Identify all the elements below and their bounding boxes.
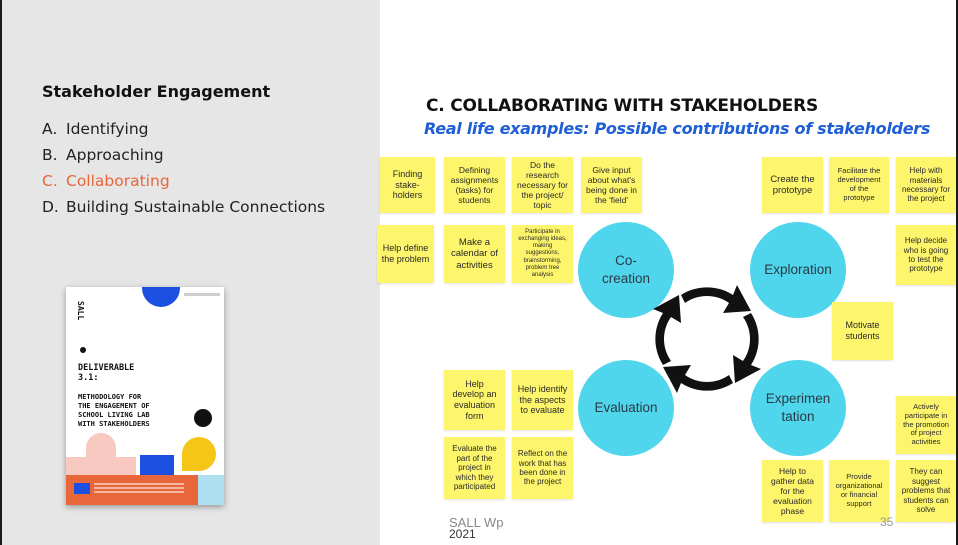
deliverable-title: DELIVERABLE 3.1: — [78, 363, 135, 383]
eu-flag-icon — [74, 483, 90, 494]
footer-text: SALL Wp — [449, 515, 504, 530]
light-blue-shape — [198, 475, 224, 505]
deliverable-cover-image: SALL DELIVERABLE 3.1: METHODOLOGY FOR TH… — [66, 287, 224, 505]
sidebar-item-label: Building Sustainable Connections — [66, 198, 326, 216]
phase-bubble-cocreation: Co- creation — [578, 222, 674, 318]
sidebar-item-letter: B. — [42, 146, 58, 164]
sticky-note: Create the prototype — [762, 157, 823, 213]
sticky-note: Facilitate the development of the protot… — [829, 157, 889, 213]
sidebar-item-building[interactable]: D. Building Sustainable Connections — [42, 194, 325, 220]
phase-bubble-evaluation: Evaluation — [578, 360, 674, 456]
sticky-note: Motivate students — [832, 302, 893, 360]
funding-text-lines — [94, 483, 184, 485]
sticky-note: Participate in exchanging ideas, making … — [512, 225, 573, 283]
cycle-arrows-icon — [653, 285, 761, 393]
sticky-note: Help define the problem — [377, 225, 434, 283]
deliverable-description: METHODOLOGY FOR THE ENGAGEMENT OF SCHOOL… — [78, 393, 150, 428]
frame-border-right — [956, 0, 958, 545]
sidebar-item-letter: C. — [42, 172, 58, 190]
sidebar-item-label: Identifying — [66, 120, 149, 138]
sticky-note: Defining assignments (tasks) for student… — [444, 157, 505, 213]
sidebar-item-label: Approaching — [66, 146, 164, 164]
sticky-note: Do the research necessary for the projec… — [512, 157, 573, 213]
sticky-note: Help identify the aspects to evaluate — [512, 370, 573, 430]
sidebar-list: A. Identifying B. Approaching C. Collaborat… — [42, 116, 325, 220]
sticky-note: Help to gather data for the evaluation p… — [762, 460, 823, 522]
header-line — [184, 293, 220, 296]
page-title: C. COLLABORATING WITH STAKEHOLDERS — [426, 96, 819, 116]
frame-border-left — [0, 0, 2, 545]
page-subtitle: Real life examples: Possible contributio… — [424, 119, 931, 138]
black-circle-shape — [194, 409, 212, 427]
deliverable-brand: SALL — [76, 301, 85, 321]
sidebar-item-letter: D. — [42, 198, 59, 216]
sticky-note: Help develop an evaluation form — [444, 370, 505, 430]
sticky-note: Help decide who is going to test the pro… — [896, 225, 956, 285]
sidebar-title: Stakeholder Engagement — [42, 82, 271, 101]
sidebar-item-collaborating[interactable]: C. Collaborating — [42, 168, 325, 194]
sticky-note: Help with materials necessary for the pr… — [896, 157, 956, 213]
sticky-note: They can suggest problems that students … — [896, 460, 956, 522]
blue-square-shape — [140, 455, 174, 475]
sticky-note: Reflect on the work that has been done i… — [512, 437, 573, 499]
blue-semicircle-shape — [142, 287, 180, 307]
orange-band — [66, 475, 224, 505]
phase-bubble-exploration: Exploration — [750, 222, 846, 318]
sticky-note: Give input about what's being done in th… — [581, 157, 642, 213]
sidebar-item-approaching[interactable]: B. Approaching — [42, 142, 325, 168]
yellow-drop-shape — [182, 437, 216, 471]
page-number: 35 — [880, 515, 894, 529]
phase-bubble-experimentation: Experimen tation — [750, 360, 846, 456]
sidebar-item-label: Collaborating — [66, 172, 170, 190]
sticky-note: Finding stake- holders — [380, 157, 435, 213]
sticky-note: Provide organizational or financial supp… — [829, 460, 889, 522]
sticky-note: Evaluate the part of the project in whic… — [444, 437, 505, 499]
dot-shape — [80, 347, 86, 353]
sidebar-item-letter: A. — [42, 120, 58, 138]
pink-block-shape — [66, 457, 136, 475]
footer-year: 2021 — [449, 527, 476, 541]
sticky-note: Actively participate in the promotion of… — [896, 396, 956, 454]
sticky-note: Make a calendar of activities — [444, 225, 505, 283]
sidebar-item-identifying[interactable]: A. Identifying — [42, 116, 325, 142]
